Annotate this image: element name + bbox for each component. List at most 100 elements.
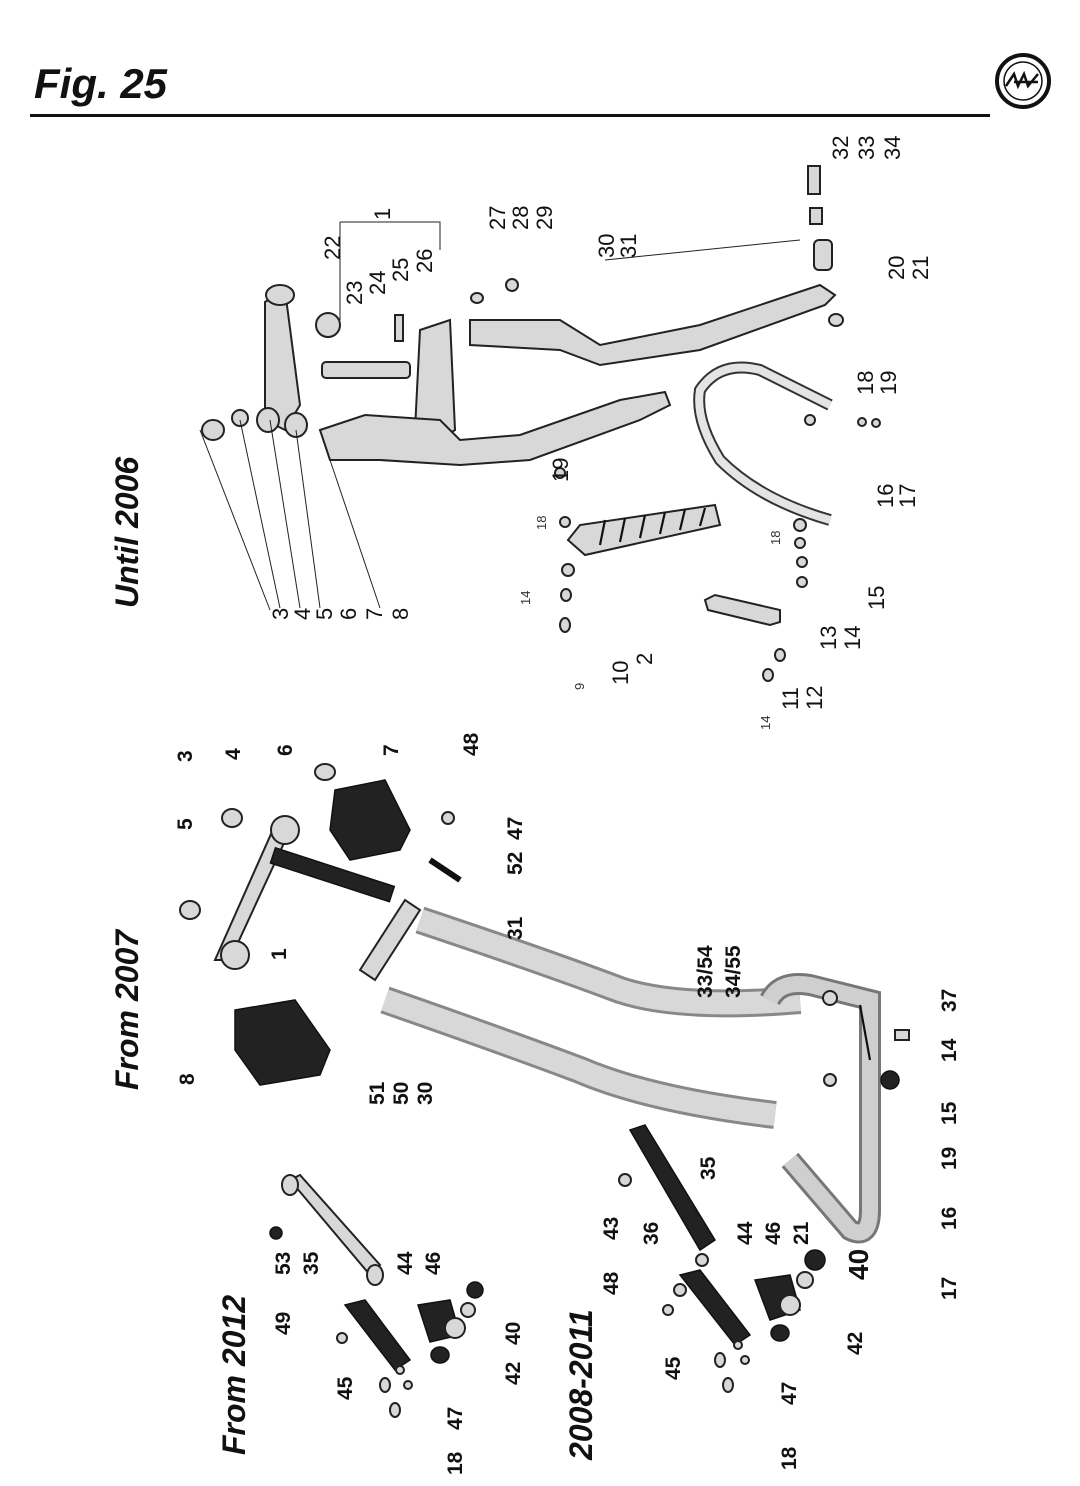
bolt-part-32 bbox=[807, 165, 821, 195]
label-2012-53: 53 bbox=[272, 1252, 295, 1275]
lever-part-44-2012 bbox=[343, 1299, 412, 1372]
until-2006-group bbox=[199, 165, 881, 682]
label-2008-40: 40 bbox=[843, 1249, 874, 1280]
label-31: 31 bbox=[616, 234, 641, 258]
header-rule bbox=[30, 114, 990, 117]
spacer-part-33 bbox=[809, 207, 823, 225]
sleeve-part-18-2008 bbox=[740, 1355, 750, 1365]
label-2007-34-55: 34/55 bbox=[722, 945, 745, 998]
sleeve-part-48-2007 bbox=[441, 811, 455, 825]
nut-part-21-2007 bbox=[823, 1073, 837, 1087]
bush-part-15 bbox=[793, 518, 807, 532]
section-title-from-2012: From 2012 bbox=[216, 1295, 252, 1455]
label-18a: 18 bbox=[534, 516, 549, 530]
label-11: 11 bbox=[778, 687, 803, 710]
section-title-2008-2011: 2008-2011 bbox=[563, 1309, 599, 1461]
bearing-part-6 bbox=[284, 412, 308, 438]
section-title-from-2007: From 2007 bbox=[109, 928, 145, 1090]
nut-part-53-2012 bbox=[269, 1226, 283, 1240]
label-14c: 14 bbox=[758, 716, 773, 730]
nut-part-3 bbox=[201, 419, 225, 441]
until-2006-labels: 1 22 23 24 25 26 27 28 29 30 31 32 33 34… bbox=[268, 136, 933, 730]
label-2007-3: 3 bbox=[174, 750, 197, 762]
ring-part-40b-2012 bbox=[460, 1302, 476, 1318]
label-2012-47: 47 bbox=[444, 1407, 467, 1430]
label-15: 15 bbox=[864, 586, 889, 610]
label-2008-43: 43 bbox=[600, 1217, 623, 1240]
ball-joint-part-42-2012 bbox=[444, 1317, 466, 1339]
washer-part-4 bbox=[231, 409, 249, 427]
label-2008-48: 48 bbox=[600, 1271, 623, 1295]
label-18b: 18 bbox=[853, 371, 878, 395]
rod-end-b-2012 bbox=[366, 1264, 384, 1286]
sleeve-part-48-2008 bbox=[662, 1304, 674, 1316]
leaders-3-8 bbox=[199, 419, 381, 611]
label-17: 17 bbox=[895, 484, 920, 508]
nut-part-20 bbox=[828, 313, 844, 327]
label-2007-17: 17 bbox=[938, 1277, 961, 1300]
nut-part-3b-2007 bbox=[179, 900, 201, 920]
label-1: 1 bbox=[370, 208, 395, 220]
cap-part-40-2012 bbox=[466, 1281, 484, 1299]
label-2008-21: 21 bbox=[790, 1221, 813, 1245]
lever-part-44-2008 bbox=[678, 1269, 752, 1347]
label-14b: 14 bbox=[840, 626, 865, 650]
washer-part-43-2008 bbox=[673, 1283, 687, 1297]
link-part-12 bbox=[703, 593, 781, 627]
label-2008-47: 47 bbox=[778, 1382, 801, 1405]
label-21: 21 bbox=[908, 256, 933, 280]
bushing-part-5 bbox=[256, 407, 280, 433]
swing-frame-inner bbox=[762, 976, 878, 1241]
label-2012-35: 35 bbox=[300, 1251, 323, 1275]
bush-part-10 bbox=[561, 563, 575, 577]
label-34: 34 bbox=[880, 136, 905, 160]
label-19b: 19 bbox=[876, 371, 901, 395]
exploded-parts-diagram: Until 2006 From 2007 From 2012 2008-2011 bbox=[109, 136, 961, 1475]
sleeve-part-14c bbox=[762, 668, 774, 682]
label-2007-5: 5 bbox=[174, 818, 197, 830]
label-5: 5 bbox=[312, 608, 337, 620]
label-2012-18: 18 bbox=[444, 1451, 467, 1475]
from-2007-labels: 3 4 6 7 48 5 47 52 31 1 33/54 34/55 37 1… bbox=[174, 732, 961, 1300]
label-27: 27 bbox=[485, 206, 510, 230]
label-2007-51: 51 bbox=[366, 1081, 389, 1105]
label-20: 20 bbox=[884, 256, 909, 280]
label-2007-33-54: 33/54 bbox=[694, 945, 717, 998]
nut-part-3-2007 bbox=[221, 808, 243, 828]
sleeve-part-18-2012 bbox=[403, 1380, 413, 1390]
bearing-part-6-2007 bbox=[314, 763, 336, 781]
label-2007-50: 50 bbox=[390, 1082, 413, 1105]
screw-part-13 bbox=[796, 576, 808, 588]
label-2007-16: 16 bbox=[938, 1207, 961, 1230]
fork-tube-31-inner bbox=[416, 909, 801, 1015]
nut-part-19b bbox=[871, 418, 881, 428]
cap-part-40c-2008 bbox=[770, 1324, 790, 1342]
sleeve-part-18b bbox=[857, 417, 867, 427]
shock-absorber bbox=[566, 503, 722, 557]
from-2012-labels: 53 35 44 46 49 40 42 45 47 18 bbox=[272, 1251, 525, 1475]
label-2008-45: 45 bbox=[662, 1356, 685, 1380]
label-24: 24 bbox=[365, 271, 390, 295]
upper-bracket-2007 bbox=[213, 823, 292, 961]
label-8: 8 bbox=[388, 608, 413, 620]
cap-part-40c-2012 bbox=[430, 1346, 450, 1364]
label-16: 16 bbox=[873, 484, 898, 508]
leader-group-1 bbox=[339, 221, 441, 320]
label-23: 23 bbox=[342, 281, 367, 305]
brand-logo-icon bbox=[995, 53, 1051, 109]
label-2012-46: 46 bbox=[422, 1252, 445, 1275]
sleeve-part-18a bbox=[559, 516, 571, 528]
label-2: 2 bbox=[632, 653, 657, 665]
nut-part-19a bbox=[554, 467, 566, 479]
label-28: 28 bbox=[508, 206, 533, 230]
rod-end-a-2012 bbox=[281, 1174, 299, 1196]
screw-part-9 bbox=[559, 617, 571, 633]
nut-part-link-a bbox=[618, 1173, 632, 1187]
label-26: 26 bbox=[412, 249, 437, 273]
y2008-2011-group bbox=[662, 1249, 826, 1393]
label-12: 12 bbox=[802, 686, 827, 710]
label-2007-8: 8 bbox=[176, 1073, 199, 1085]
upper-bracket-eye-a bbox=[220, 940, 250, 970]
screw-part-45b-2012 bbox=[389, 1402, 401, 1418]
label-7: 7 bbox=[362, 608, 387, 620]
